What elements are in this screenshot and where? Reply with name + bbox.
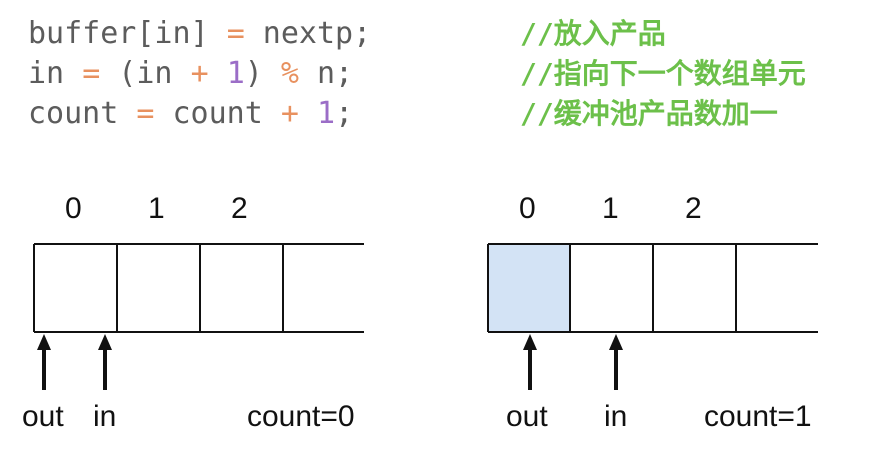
- buffer-before: [33, 243, 364, 390]
- code-token: +: [190, 56, 209, 91]
- code-comment-2: //指向下一个数组单元: [520, 57, 806, 90]
- code-token: (in: [100, 56, 191, 91]
- index-label-after-2: 2: [685, 192, 702, 225]
- index-label-after-1: 1: [602, 192, 619, 225]
- code-line-3: count = count + 1;: [28, 94, 353, 134]
- code-token: count: [154, 96, 281, 131]
- in-arrow-after: [609, 334, 623, 390]
- buffer-after-cell-0: [488, 244, 570, 332]
- index-label-before-0: 0: [65, 192, 82, 225]
- code-token: ): [244, 56, 281, 91]
- buffer-before-cell-0: [34, 244, 117, 332]
- code-token: ;: [335, 96, 354, 131]
- count-label-before: count=0: [247, 400, 355, 433]
- code-token: +: [280, 96, 299, 131]
- code-token: in: [28, 56, 83, 91]
- code-token: =: [82, 56, 101, 91]
- index-label-after-0: 0: [519, 192, 536, 225]
- code-line-2: in = (in + 1) % n;: [28, 54, 353, 94]
- code-token: nextp;: [244, 16, 372, 51]
- code-token: count: [28, 96, 137, 131]
- code-token: buffer[in]: [28, 16, 227, 51]
- buffer-after: [487, 243, 818, 390]
- code-token: %: [280, 56, 299, 91]
- in-label-after: in: [604, 400, 628, 433]
- index-label-before-1: 1: [148, 192, 165, 225]
- code-token: 1: [317, 96, 336, 131]
- code-comment-1: //放入产品: [520, 17, 666, 50]
- in-arrow-before: [98, 334, 112, 390]
- code-token: 1: [226, 56, 245, 91]
- out-arrow-after: [523, 334, 537, 390]
- in-label-before: in: [93, 400, 117, 433]
- index-label-before-2: 2: [231, 192, 248, 225]
- out-label-after: out: [506, 400, 548, 433]
- code-comment-3: //缓冲池产品数加一: [520, 97, 778, 130]
- out-label-before: out: [22, 400, 64, 433]
- code-line-1: buffer[in] = nextp;: [28, 14, 371, 54]
- code-token: n;: [298, 56, 354, 91]
- count-label-after: count=1: [704, 400, 812, 433]
- code-token: =: [226, 16, 245, 51]
- out-arrow-before: [37, 334, 51, 390]
- code-token: =: [136, 96, 155, 131]
